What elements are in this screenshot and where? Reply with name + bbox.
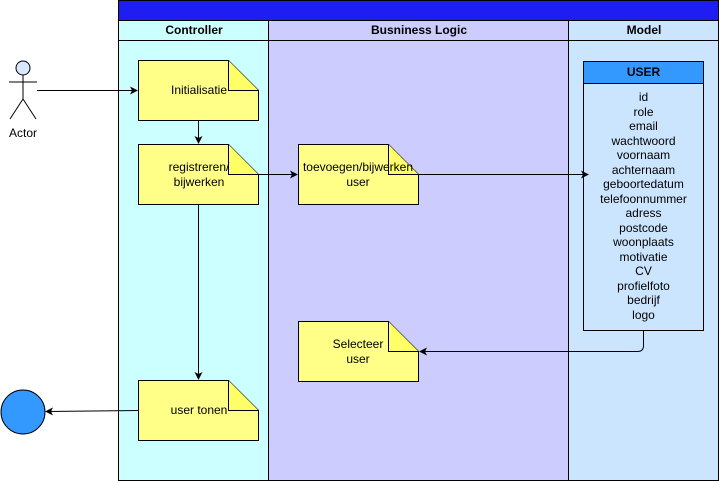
note-selecteer — [298, 321, 419, 382]
lane-header-model: Model — [626, 23, 662, 37]
attr-id: id — [638, 90, 649, 104]
note-toevoegen-line1: toevoegen/bijwerken — [302, 159, 414, 174]
attr-telefoonnummer: telefoonnummer — [600, 191, 687, 206]
attr-adress: adress — [625, 206, 662, 220]
actor-label: Actor — [8, 126, 37, 140]
user-entity-header — [583, 61, 704, 84]
attr-profielfoto: profielfoto — [617, 278, 670, 293]
lane-header-business: Busniness Logic — [370, 23, 468, 37]
note-selecteer-line1: Selecteer — [332, 336, 384, 351]
note-toevoegen — [298, 144, 419, 205]
business-lane — [268, 20, 569, 481]
attr-achternaam: achternaam — [611, 162, 676, 177]
edge-user-to-selecteer — [419, 331, 644, 356]
attr-bedrijf: bedrijf — [627, 293, 660, 307]
attr-logo: logo — [632, 307, 655, 322]
pool-header-bar — [118, 0, 719, 21]
attr-motivatie: motivatie — [619, 249, 668, 264]
actor-figure — [9, 60, 37, 120]
note-initialisatie — [138, 60, 259, 121]
attr-geboortedatum: geboortedatum — [603, 177, 684, 191]
edge-show-to-end — [45, 407, 139, 416]
note-user-tonen — [138, 380, 259, 441]
note-registreren-text: registreren/ bijwerken — [139, 145, 259, 204]
attr-role: role — [633, 104, 654, 119]
note-selecteer-line2: user — [346, 351, 370, 366]
note-user-tonen-label: user tonen — [170, 403, 228, 417]
attr-woonplaats: woonplaats — [613, 235, 674, 249]
attr-postcode: postcode — [619, 220, 668, 235]
note-toevoegen-line2: user — [346, 174, 370, 189]
user-entity-title: USER — [626, 65, 661, 79]
note-initialisatie-text: Initialisatie — [139, 61, 259, 120]
attr-wachtwoord: wachtwoord — [611, 133, 676, 148]
attr-voornaam: voornaam — [616, 148, 671, 162]
note-selecteer-text: Selecteer user — [299, 322, 417, 381]
lane-header-controller: Controller — [165, 23, 223, 37]
attr-email: email — [629, 119, 658, 133]
note-registreren — [138, 144, 259, 205]
user-entity-box — [583, 61, 704, 331]
note-registreren-line1: registreren/ — [168, 159, 230, 174]
end-node — [0, 389, 46, 435]
note-toevoegen-text: toevoegen/bijwerken user — [299, 145, 417, 204]
note-user-tonen-text: user tonen — [139, 381, 259, 440]
note-registreren-line2: bijwerken — [173, 174, 225, 189]
attr-cv: CV — [635, 264, 652, 278]
note-initialisatie-label: Initialisatie — [170, 83, 228, 97]
